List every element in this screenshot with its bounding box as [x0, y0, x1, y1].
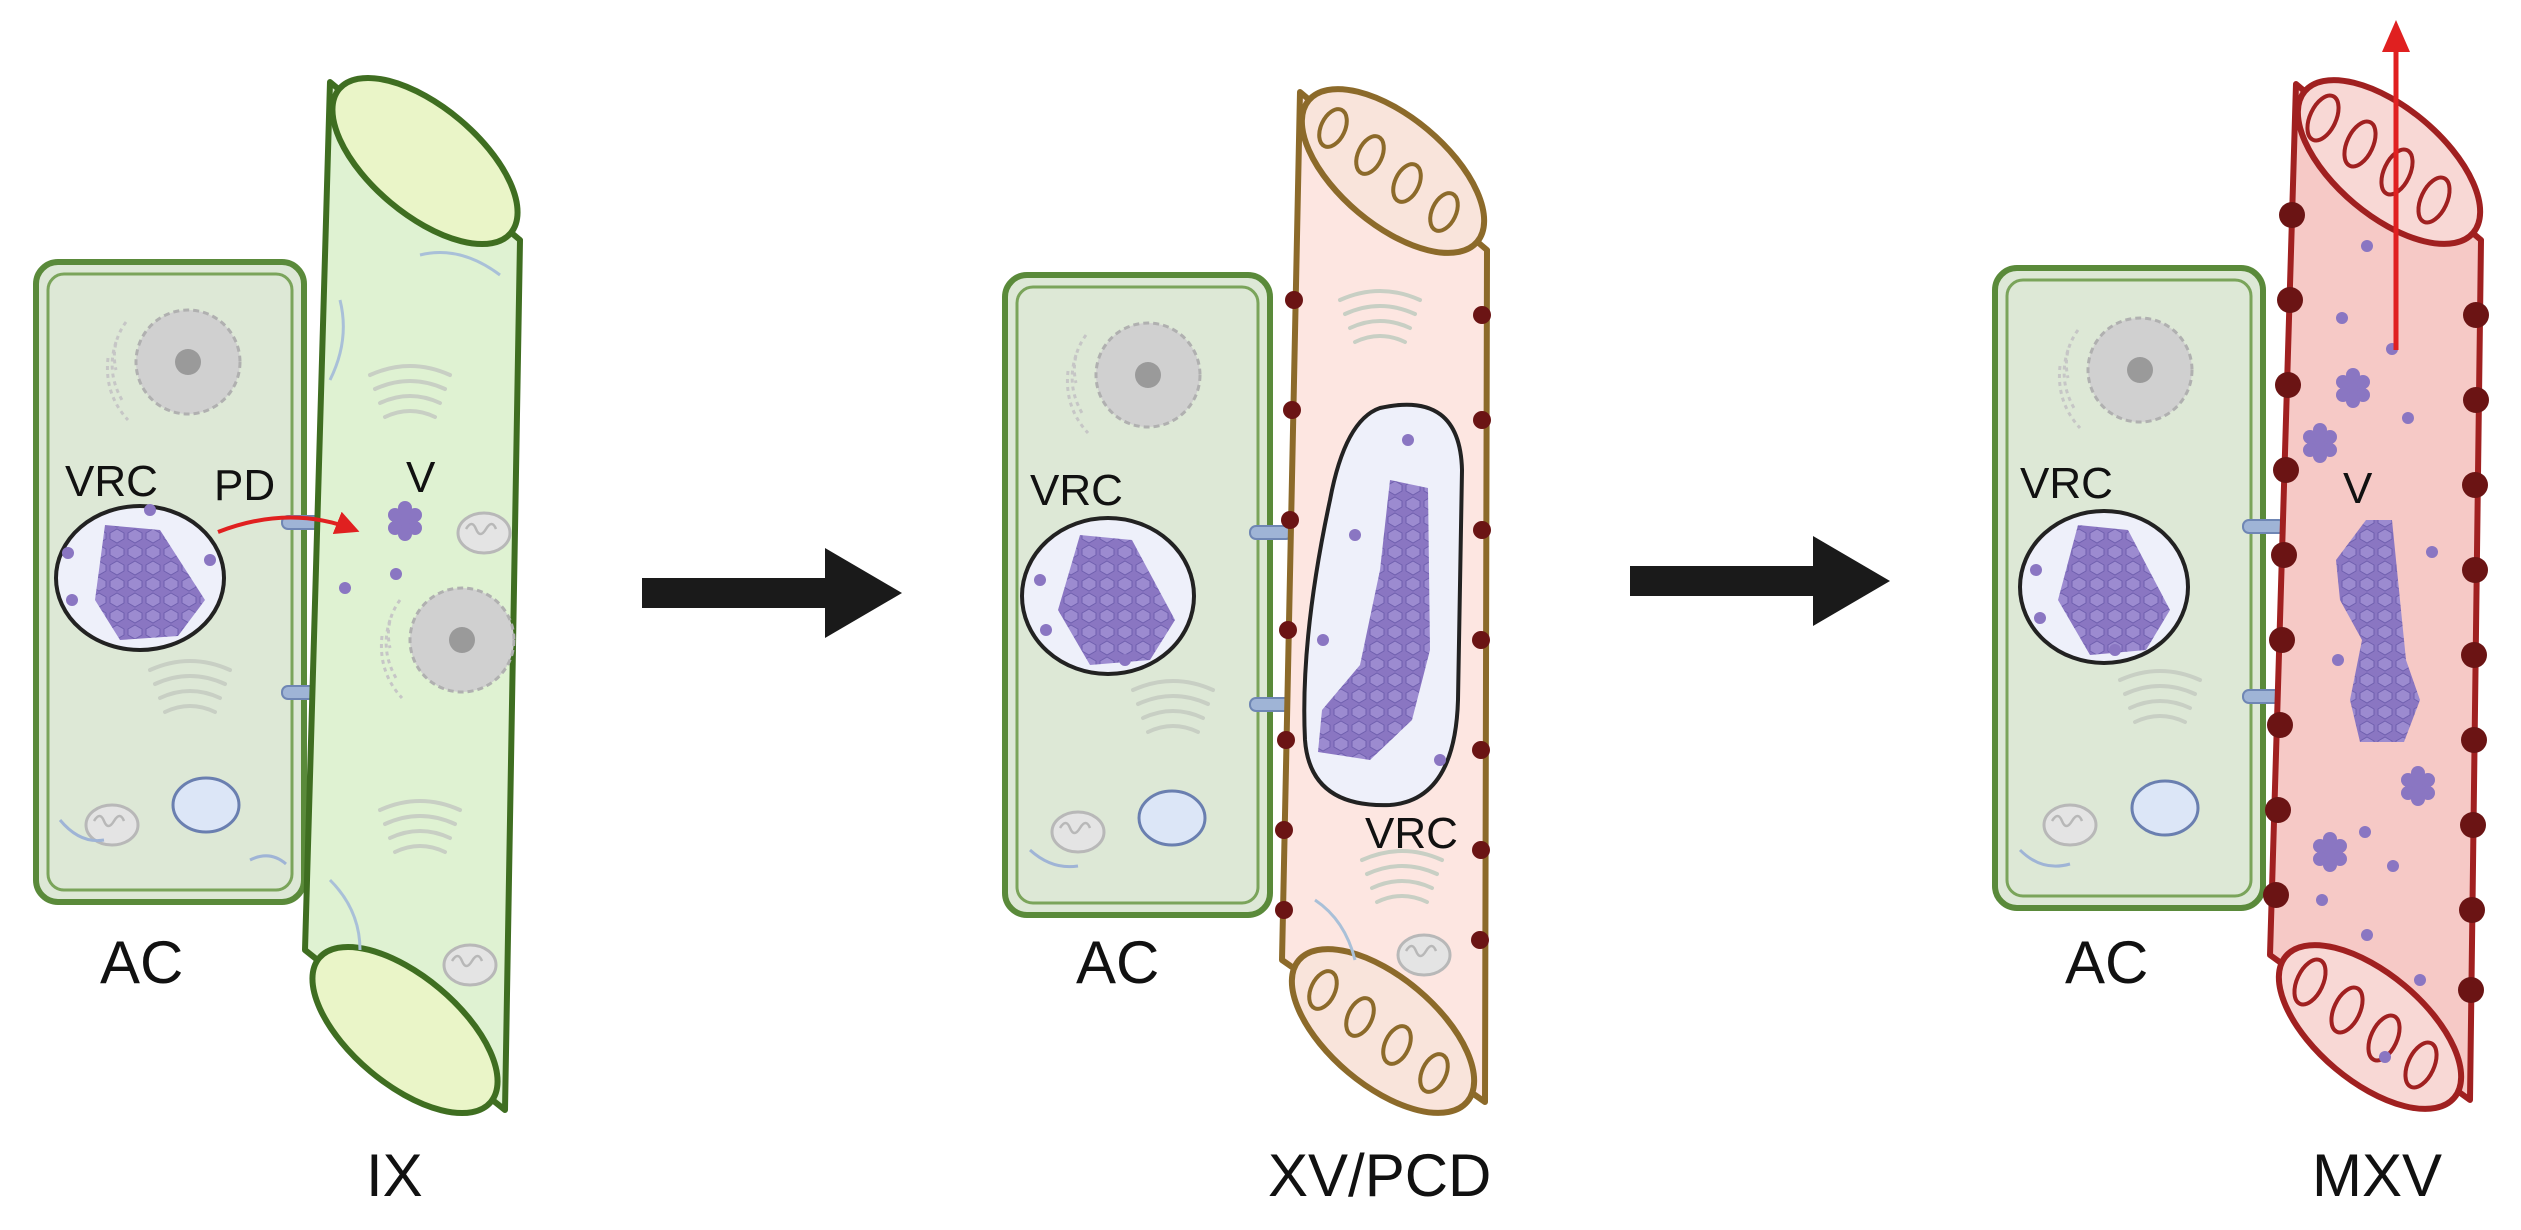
adjacent-cell-3: [1992, 265, 2266, 911]
mature-xylem-vessel: [2263, 77, 2489, 1112]
vrc-body-1: [54, 504, 226, 652]
vrc-body-3: [2018, 509, 2190, 665]
panel-1: VRC PD V AC IX: [33, 74, 523, 1209]
movement-arrow-upward: [2382, 20, 2410, 350]
movement-arrow-pd: [217, 511, 360, 535]
vrc-body-2: [1020, 516, 1196, 676]
panel-3: VRC V AC MXV: [1992, 20, 2489, 1209]
label-ix: IX: [366, 1142, 423, 1209]
immature-xylem-cell: [302, 74, 523, 1117]
label-xv-pcd: XV/PCD: [1268, 1142, 1491, 1209]
xylem-vessel-pcd: [1275, 86, 1491, 1116]
label-vrc: VRC: [65, 457, 158, 506]
label-vrc-vessel: VRC: [1365, 809, 1458, 858]
vrc-body-vessel: [1302, 402, 1465, 808]
label-pd: PD: [214, 461, 275, 510]
plasmodesma: [1249, 525, 1293, 540]
label-ac: AC: [1076, 929, 1159, 996]
label-mxv: MXV: [2312, 1142, 2442, 1209]
label-vrc: VRC: [1030, 466, 1123, 515]
adjacent-cell-2: [1002, 272, 1273, 918]
adjacent-cell-1: [33, 259, 307, 905]
label-ac: AC: [100, 929, 183, 996]
transition-arrow-1: [642, 548, 902, 638]
label-v: V: [406, 453, 436, 502]
transition-arrow-2: [1630, 536, 1890, 626]
label-v: V: [2343, 464, 2373, 513]
label-vrc: VRC: [2020, 459, 2113, 508]
label-ac: AC: [2065, 929, 2148, 996]
panel-2: VRC VRC AC XV/PCD: [1002, 86, 1491, 1209]
plasmodesma: [2242, 519, 2286, 534]
